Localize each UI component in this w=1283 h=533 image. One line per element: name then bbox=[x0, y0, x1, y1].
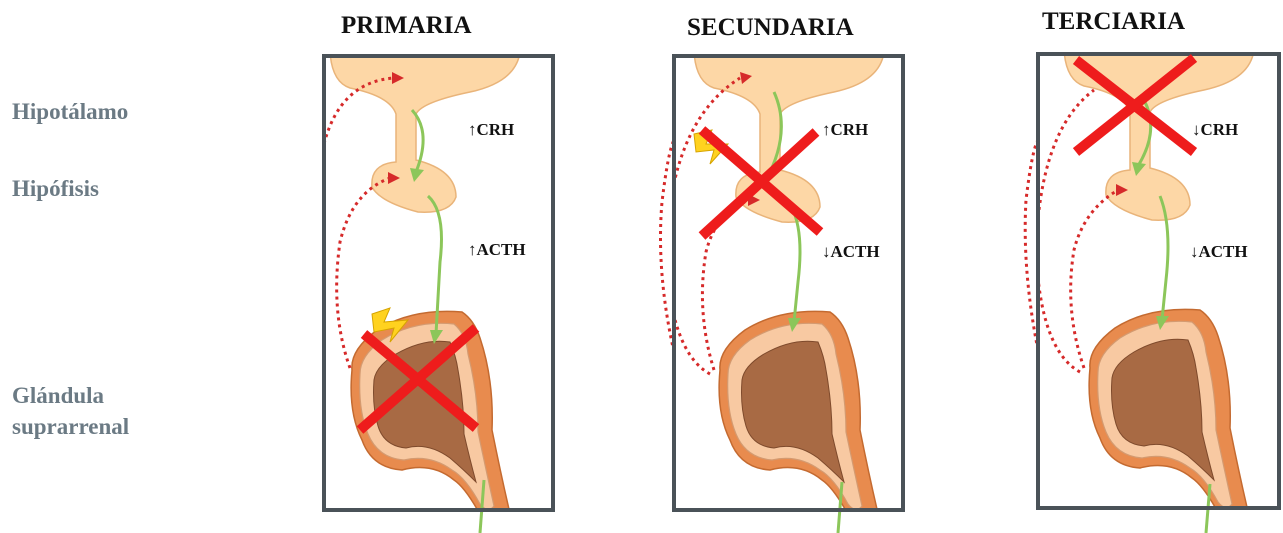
terciaria-diagram bbox=[1034, 50, 1283, 533]
crh-label: ↓CRH bbox=[1192, 120, 1240, 140]
title-secundaria: SECUNDARIA bbox=[687, 14, 854, 42]
panel-secundaria: ↑CRH ↓ACTH bbox=[670, 52, 920, 533]
panel-terciaria: ↓CRH ↓ACTH bbox=[1034, 50, 1283, 533]
adrenal-gland bbox=[719, 311, 880, 531]
acth-label: ↓ACTH bbox=[822, 242, 882, 262]
stim-arrow-acth bbox=[792, 208, 800, 322]
feedback-arrow-outside bbox=[661, 140, 675, 352]
crh-label: ↑CRH bbox=[468, 120, 516, 140]
feedback-arrow-to-hypothalamus bbox=[1036, 90, 1094, 372]
acth-text: ACTH bbox=[477, 240, 526, 259]
panel-primaria: ↑CRH ↑ACTH bbox=[320, 52, 560, 533]
acth-arrow: ↑ bbox=[468, 240, 477, 259]
label-adrenal-gland: Glándula suprarrenal bbox=[12, 380, 129, 442]
label-hypothalamus: Hipotálamo bbox=[12, 96, 128, 127]
label-adrenal-line2: suprarrenal bbox=[12, 414, 129, 439]
title-terciaria: TERCIARIA bbox=[1042, 8, 1185, 36]
primaria-diagram bbox=[320, 52, 560, 533]
crh-label: ↑CRH bbox=[822, 120, 870, 140]
feedback-arrow-to-hypothalamus bbox=[666, 78, 740, 374]
title-primaria: PRIMARIA bbox=[341, 12, 472, 40]
crh-text: CRH bbox=[831, 120, 869, 139]
crh-arrow: ↓ bbox=[1192, 120, 1201, 139]
label-adrenal-line1: Glándula bbox=[12, 383, 104, 408]
acth-arrow: ↓ bbox=[1190, 242, 1199, 261]
adrenal-gland bbox=[1089, 309, 1250, 529]
crh-arrow: ↑ bbox=[822, 120, 831, 139]
crh-arrow: ↑ bbox=[468, 120, 477, 139]
acth-label: ↓ACTH bbox=[1190, 242, 1250, 262]
crh-text: CRH bbox=[477, 120, 515, 139]
acth-label: ↑ACTH bbox=[468, 240, 528, 260]
crh-text: CRH bbox=[1201, 120, 1239, 139]
acth-text: ACTH bbox=[831, 242, 880, 261]
secundaria-diagram bbox=[670, 52, 920, 533]
acth-text: ACTH bbox=[1199, 242, 1248, 261]
acth-arrow: ↓ bbox=[822, 242, 831, 261]
label-pituitary: Hipófisis bbox=[12, 173, 99, 204]
